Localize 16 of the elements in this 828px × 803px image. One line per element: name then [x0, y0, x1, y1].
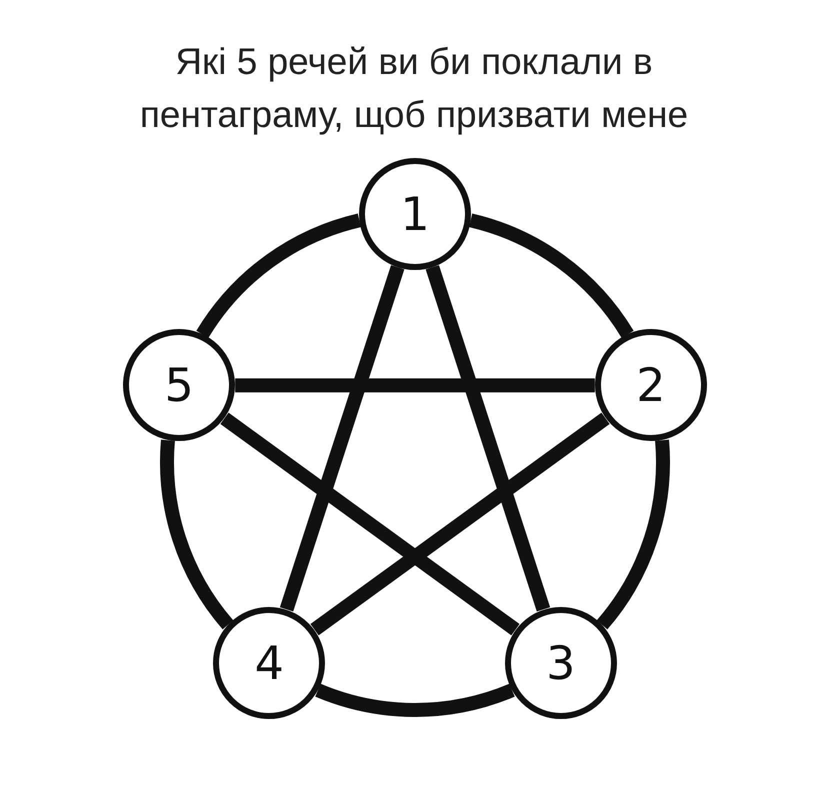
- numbered-circle: 3: [504, 606, 617, 719]
- star-line: [426, 265, 550, 612]
- ring-arc: [160, 440, 234, 630]
- ring-arc: [196, 214, 362, 338]
- title: Які 5 речей ви би поклали в пентаграму, щоб призвати мене: [138, 40, 690, 137]
- numbered-circle: 1: [359, 158, 471, 270]
- star-line: [220, 412, 520, 636]
- ring-arc: [316, 684, 514, 717]
- ring-arc: [596, 440, 670, 630]
- star-line: [280, 265, 404, 612]
- numbered-circle: 5: [123, 329, 236, 442]
- numbered-circle: 4: [213, 606, 326, 719]
- ring-arc: [468, 214, 634, 338]
- star-line: [310, 412, 610, 636]
- numbered-circle: 2: [594, 329, 707, 442]
- star-line: [235, 378, 595, 392]
